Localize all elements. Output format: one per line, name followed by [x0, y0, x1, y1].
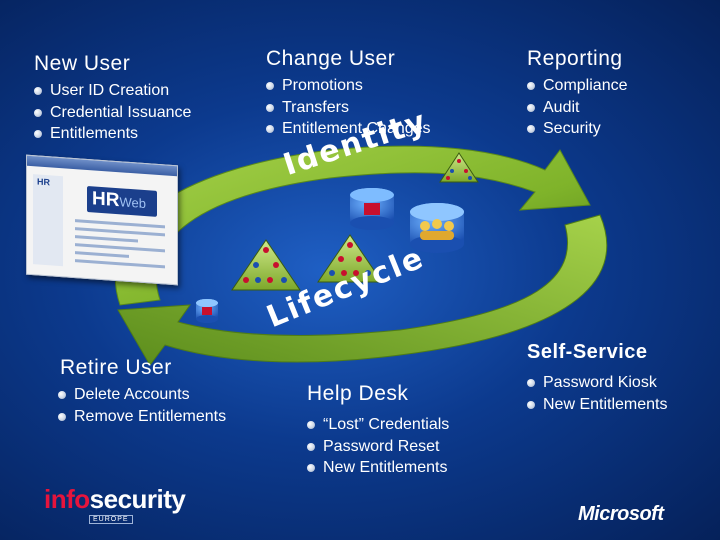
list-item: Password Reset	[307, 436, 449, 458]
hr-logo-suffix: Web	[119, 194, 146, 211]
section-title: Help Desk	[307, 382, 449, 406]
list-item: Credential Issuance	[34, 102, 191, 124]
list-item: Promotions	[266, 75, 431, 97]
hr-logo-text: HR	[92, 188, 119, 211]
list-item: Password Kiosk	[527, 372, 668, 394]
section-title: Reporting	[527, 47, 627, 71]
hierarchy-pyramid-icon	[232, 240, 300, 290]
list-item: Transfers	[266, 97, 431, 119]
bullet-list: “Lost” Credentials Password Reset New En…	[307, 414, 449, 479]
bullet-icon	[527, 379, 535, 387]
bullet-icon	[266, 125, 274, 133]
section-title: Change User	[266, 47, 431, 71]
logo-subtext: EUROPE	[89, 515, 133, 524]
list-item: User ID Creation	[34, 80, 191, 102]
list-item: Entitlement Changes	[266, 118, 431, 140]
section-change-user: Change User Promotions Transfers Entitle…	[266, 47, 431, 140]
bullet-icon	[307, 421, 315, 429]
bullet-list: User ID Creation Credential Issuance Ent…	[34, 80, 191, 145]
bullet-icon	[266, 104, 274, 112]
hr-web-portal-screenshot: HR HRWeb	[26, 155, 178, 286]
bullet-icon	[34, 109, 42, 117]
list-item: Compliance	[527, 75, 627, 97]
list-item: Entitlements	[34, 123, 191, 145]
logo-text-security: security	[90, 484, 186, 514]
microsoft-logo: Microsoft	[578, 503, 664, 526]
portal-sidebar-label: HR	[37, 176, 50, 187]
infosecurity-europe-logo: infosecurity EUROPE	[44, 484, 185, 515]
section-title: New User	[34, 52, 191, 76]
portal-content-lines	[75, 219, 165, 273]
logo-text-info: info	[44, 484, 90, 514]
bullet-icon	[307, 464, 315, 472]
hr-logo: HRWeb	[87, 186, 157, 217]
bullet-icon	[266, 82, 274, 90]
section-retire-user: Retire User Delete Accounts Remove Entit…	[60, 356, 226, 427]
section-reporting: Reporting Compliance Audit Security	[527, 47, 627, 140]
portal-sidebar: HR	[33, 174, 63, 266]
bullet-icon	[34, 87, 42, 95]
section-title: Retire User	[60, 356, 226, 380]
bullet-icon	[527, 82, 535, 90]
bullet-icon	[527, 125, 535, 133]
section-self-service: Self-Service Password Kiosk New Entitlem…	[527, 341, 668, 415]
bullet-list: Compliance Audit Security	[527, 75, 627, 140]
list-item: Security	[527, 118, 627, 140]
list-item: Audit	[527, 97, 627, 119]
section-help-desk: Help Desk “Lost” Credentials Password Re…	[307, 382, 449, 479]
list-item: New Entitlements	[527, 394, 668, 416]
list-item: Delete Accounts	[58, 384, 226, 406]
database-icon	[350, 188, 394, 230]
list-item: Remove Entitlements	[58, 406, 226, 428]
section-new-user: New User User ID Creation Credential Iss…	[34, 52, 191, 145]
bullet-icon	[527, 401, 535, 409]
list-item: New Entitlements	[307, 457, 449, 479]
bullet-list: Delete Accounts Remove Entitlements	[58, 384, 226, 427]
section-title: Self-Service	[527, 341, 668, 364]
list-item: “Lost” Credentials	[307, 414, 449, 436]
bullet-list: Password Kiosk New Entitlements	[527, 372, 668, 415]
bullet-icon	[58, 391, 66, 399]
bullet-icon	[58, 413, 66, 421]
bullet-icon	[527, 104, 535, 112]
bullet-icon	[307, 443, 315, 451]
bullet-list: Promotions Transfers Entitlement Changes	[266, 75, 431, 140]
small-database-icon	[196, 299, 218, 323]
bullet-icon	[34, 130, 42, 138]
